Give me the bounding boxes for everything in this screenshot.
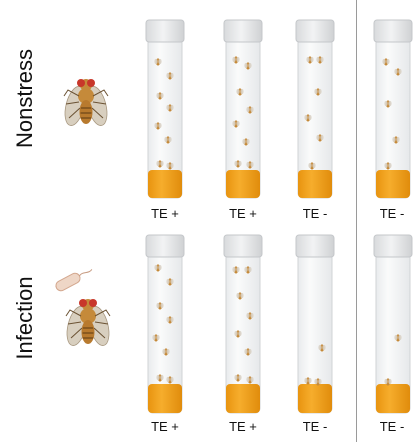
tube-label: TE + <box>135 206 195 221</box>
vial-infection-1 <box>146 235 184 413</box>
bacterium-icon <box>54 265 94 293</box>
tube-label: TE - <box>285 206 345 221</box>
fly-icon <box>61 79 110 128</box>
tube-label: TE - <box>285 419 345 434</box>
tube-label: TE - <box>362 206 417 221</box>
tube-label: TE - <box>362 419 417 434</box>
vial-nonstress-4 <box>374 20 412 198</box>
vial-infection-4 <box>374 235 412 413</box>
vial-infection-2 <box>224 235 262 413</box>
tube-label: TE + <box>213 419 273 434</box>
vial-nonstress-2 <box>224 20 262 198</box>
vial-nonstress-1 <box>146 20 184 198</box>
vial-nonstress-3 <box>296 20 334 198</box>
vial-infection-3 <box>296 235 334 413</box>
tube-label: TE + <box>213 206 273 221</box>
fly-icon <box>63 299 112 348</box>
tube-label: TE + <box>135 419 195 434</box>
